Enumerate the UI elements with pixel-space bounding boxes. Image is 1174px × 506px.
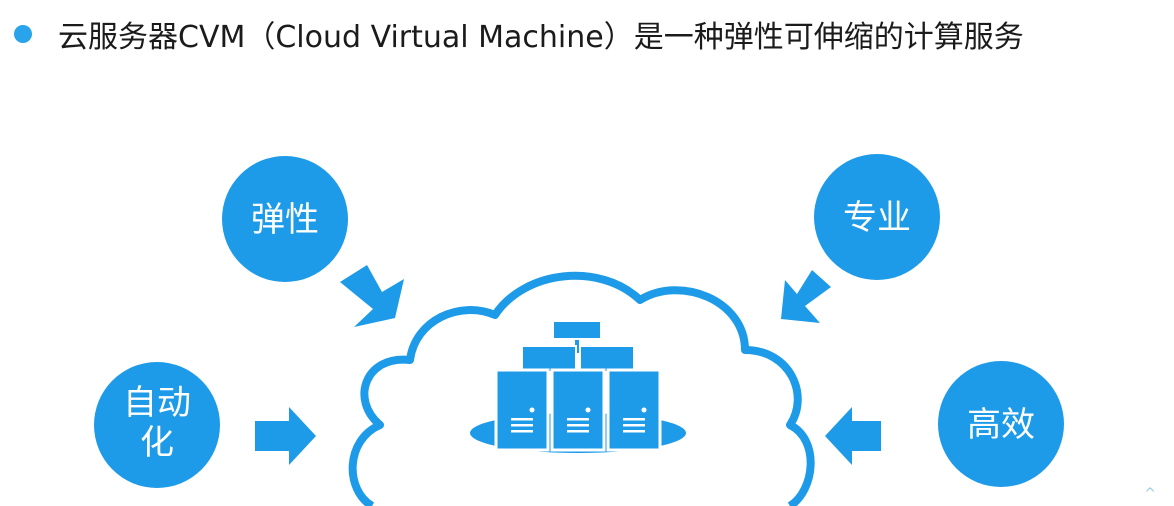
node-elastic: 弹性 — [222, 156, 348, 282]
bullet-dot-icon — [14, 25, 32, 43]
server-stack-icon — [470, 320, 686, 453]
corner-caret-icon: ^ — [1144, 486, 1156, 502]
node-automation-label-line1: 自动 — [123, 383, 191, 423]
node-automation: 自动 化 — [94, 362, 220, 488]
node-efficient: 高效 — [938, 361, 1064, 487]
arrow-efficient-icon — [825, 407, 881, 465]
arrow-professional-icon — [781, 270, 831, 323]
arrow-elastic-icon — [340, 265, 404, 327]
arrow-automation-icon — [255, 407, 316, 465]
headline-text: 云服务器CVM（Cloud Virtual Machine）是一种弹性可伸缩的计… — [58, 20, 1024, 55]
node-automation-label-line2: 化 — [140, 423, 174, 463]
node-efficient-label: 高效 — [967, 405, 1035, 445]
headline: 云服务器CVM（Cloud Virtual Machine）是一种弹性可伸缩的计… — [14, 8, 1024, 60]
node-elastic-label: 弹性 — [251, 200, 319, 240]
node-professional: 专业 — [814, 154, 940, 280]
node-professional-label: 专业 — [843, 198, 911, 238]
